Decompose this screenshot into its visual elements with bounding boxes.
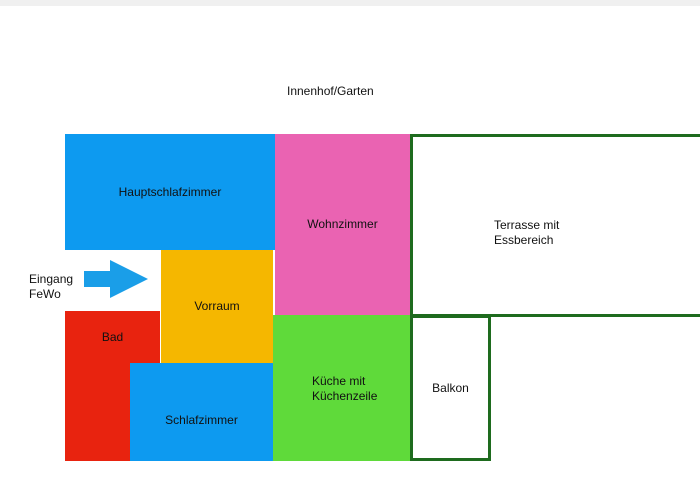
room-vorraum-label: Vorraum (194, 299, 240, 313)
room-schlafzimmer: Schlafzimmer (130, 363, 273, 461)
entrance-arrow-icon (84, 260, 148, 298)
room-kueche (273, 315, 410, 461)
room-balkon: Balkon (410, 315, 491, 461)
entrance-label: Eingang FeWo (29, 272, 74, 301)
room-wohnzimmer: Wohnzimmer (275, 134, 410, 315)
courtyard-label: Innenhof/Garten (287, 84, 374, 98)
room-vorraum: Vorraum (161, 250, 273, 363)
room-bad-label: Bad (101, 329, 124, 344)
room-terrasse (410, 134, 700, 317)
room-bad: Bad (65, 311, 160, 363)
top-edge-strip (0, 0, 700, 6)
room-kueche-label: Küche mit Küchenzeile (312, 374, 378, 403)
room-wohnzimmer-label: Wohnzimmer (307, 217, 378, 231)
room-hauptschlafzimmer-label: Hauptschlafzimmer (118, 184, 222, 199)
room-terrasse-label: Terrasse mit Essbereich (494, 218, 560, 247)
room-bad-extension (65, 363, 130, 461)
room-hauptschlafzimmer: Hauptschlafzimmer (65, 134, 275, 250)
room-balkon-label: Balkon (432, 380, 469, 395)
room-schlafzimmer-label: Schlafzimmer (165, 412, 238, 427)
